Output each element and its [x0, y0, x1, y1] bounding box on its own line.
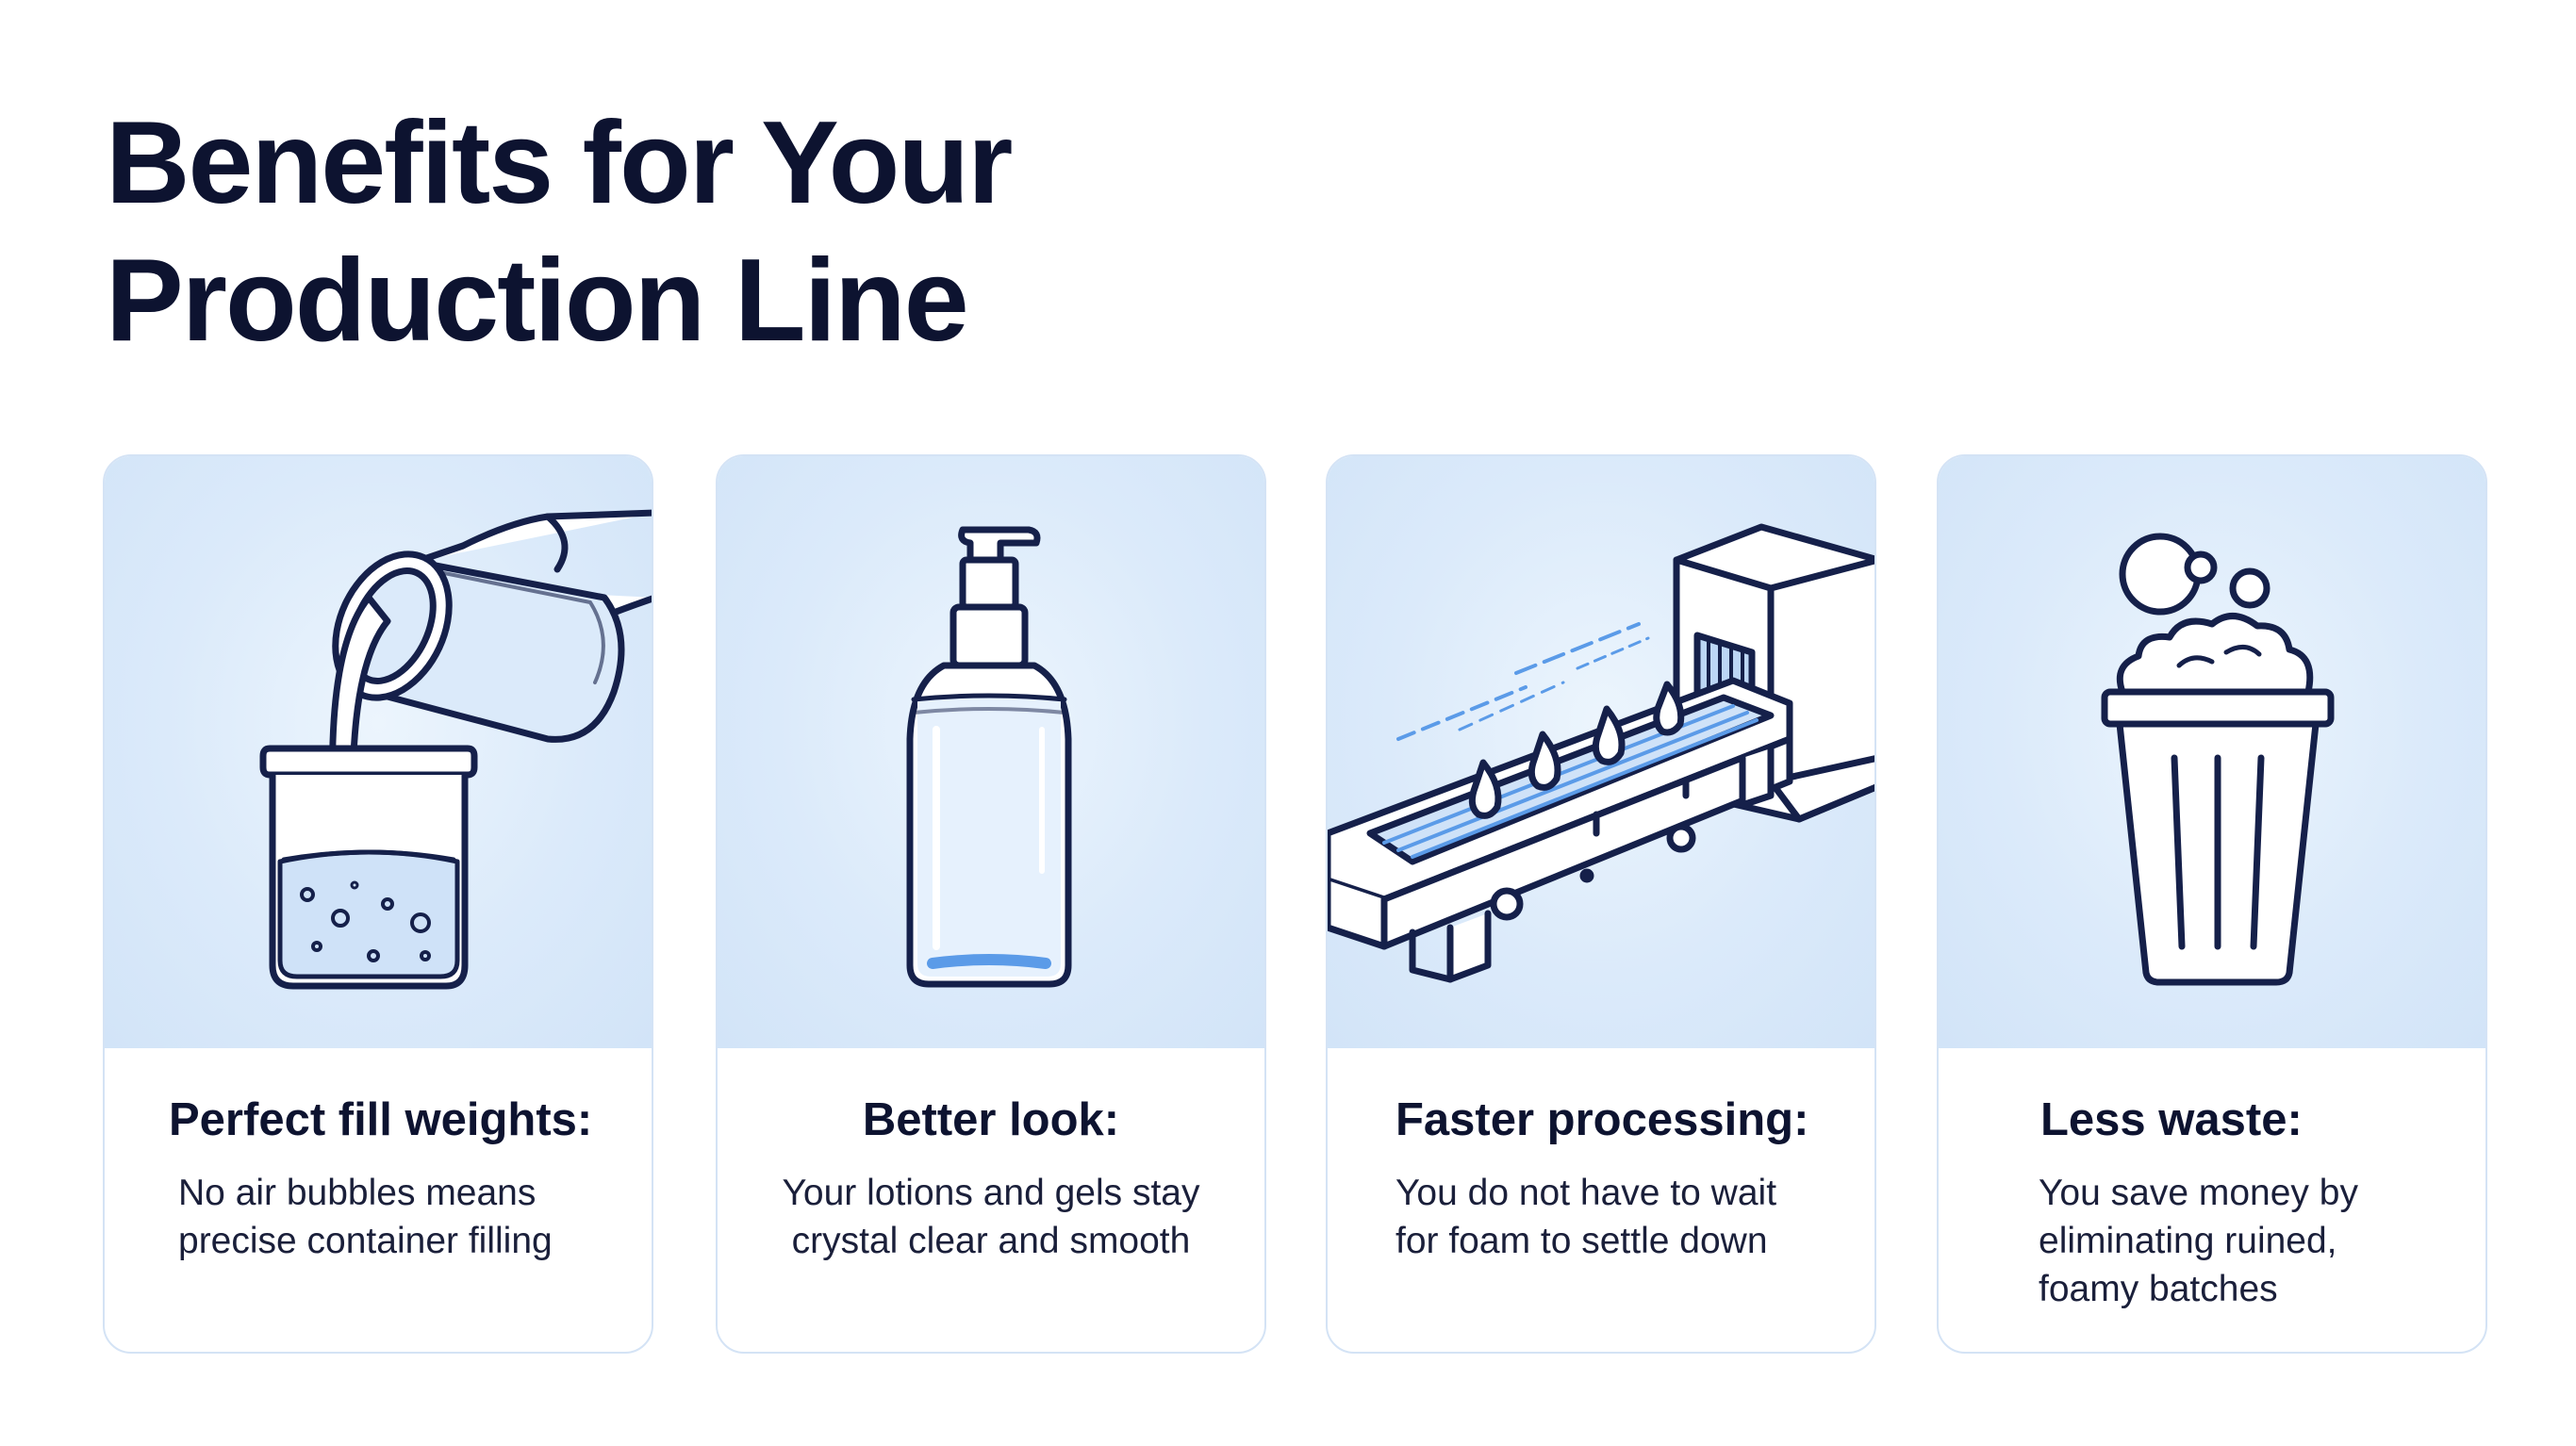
card-text: Less waste: You save money by eliminatin… [1939, 1048, 2485, 1352]
card-description: Your lotions and gels stay crystal clear… [718, 1169, 1264, 1265]
card-description: You do not have to wait for foam to sett… [1395, 1169, 1776, 1265]
page-title: Benefits for Your Production Line [106, 94, 1013, 370]
card-text: Faster processing: You do not have to wa… [1328, 1048, 1874, 1352]
card-heading: Perfect fill weights: [169, 1094, 593, 1145]
card-illustration [1939, 456, 2485, 1048]
card-description-line: for foam to settle down [1395, 1221, 1768, 1261]
card-description-line: You do not have to wait [1395, 1173, 1777, 1213]
card-heading: Faster processing: [1395, 1094, 1809, 1145]
card-description-line: crystal clear and smooth [791, 1221, 1191, 1261]
benefit-card-less-waste: Less waste: You save money by eliminatin… [1937, 454, 2487, 1354]
pouring-liquid-icon [259, 509, 652, 990]
page-title-line-1: Benefits for Your [106, 98, 1013, 228]
card-description: You save money by eliminating ruined, fo… [2039, 1169, 2358, 1313]
card-illustration [718, 456, 1264, 1048]
card-text: Perfect fill weights: No air bubbles mea… [105, 1048, 652, 1352]
benefit-card-faster-processing: Faster processing: You do not have to wa… [1326, 454, 1876, 1354]
card-description-line: Your lotions and gels stay [782, 1173, 1200, 1213]
card-text: Better look: Your lotions and gels stay … [718, 1048, 1264, 1352]
card-heading: Better look: [862, 1094, 1120, 1145]
benefit-card-better-look: Better look: Your lotions and gels stay … [716, 454, 1266, 1354]
card-description-line: You save money by [2039, 1173, 2358, 1213]
conveyor-machine-icon [1328, 523, 1874, 983]
card-heading: Less waste: [2040, 1094, 2303, 1145]
page-title-line-2: Production Line [106, 236, 969, 366]
pump-bottle-icon [906, 526, 1072, 988]
card-illustration [105, 456, 652, 1048]
card-description-line: foamy batches [2039, 1269, 2278, 1309]
foam-trash-can-icon [2101, 533, 2335, 986]
card-illustration [1328, 456, 1874, 1048]
card-description-line: precise container filling [178, 1221, 553, 1261]
card-description-line: eliminating ruined, [2039, 1221, 2337, 1261]
card-description: No air bubbles means precise container f… [178, 1169, 553, 1265]
card-description-line: No air bubbles means [178, 1173, 537, 1213]
benefit-card-fill-weights: Perfect fill weights: No air bubbles mea… [103, 454, 653, 1354]
